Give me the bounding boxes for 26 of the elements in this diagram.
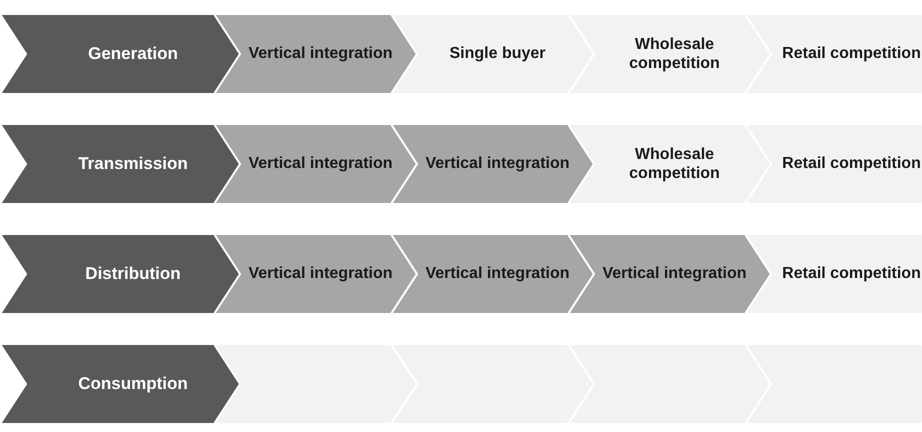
step-label: Retail competition: [782, 154, 921, 174]
step-label: Vertical integration: [602, 264, 747, 284]
chevron-shape: [391, 124, 594, 204]
chevron-shape: [391, 14, 594, 94]
step-label: Vertical integration: [425, 264, 570, 284]
step-label: Wholesale competition: [628, 144, 721, 184]
chevron-shape: [568, 124, 771, 204]
chevron-shape: [745, 234, 922, 314]
step-label: Generation: [88, 44, 178, 64]
step-label: Transmission: [78, 154, 188, 174]
step-label: Vertical integration: [248, 264, 393, 284]
step-label: Consumption: [78, 374, 188, 394]
chevron-shape: [391, 234, 594, 314]
step-label: Vertical integration: [248, 154, 393, 174]
step-label: Distribution: [85, 264, 181, 284]
chevron-shape: [214, 14, 417, 94]
chevron-shape: [568, 234, 771, 314]
step-label: Retail competition: [782, 44, 921, 64]
step-label: Retail competition: [782, 264, 921, 284]
step-label: Vertical integration: [248, 44, 393, 64]
chevron-shape: [214, 234, 417, 314]
chevron-shape: [214, 124, 417, 204]
step-label: Wholesale competition: [628, 34, 721, 74]
chevron-shape: [214, 344, 417, 424]
step-label: Single buyer: [449, 44, 546, 64]
step-label: Vertical integration: [425, 154, 570, 174]
